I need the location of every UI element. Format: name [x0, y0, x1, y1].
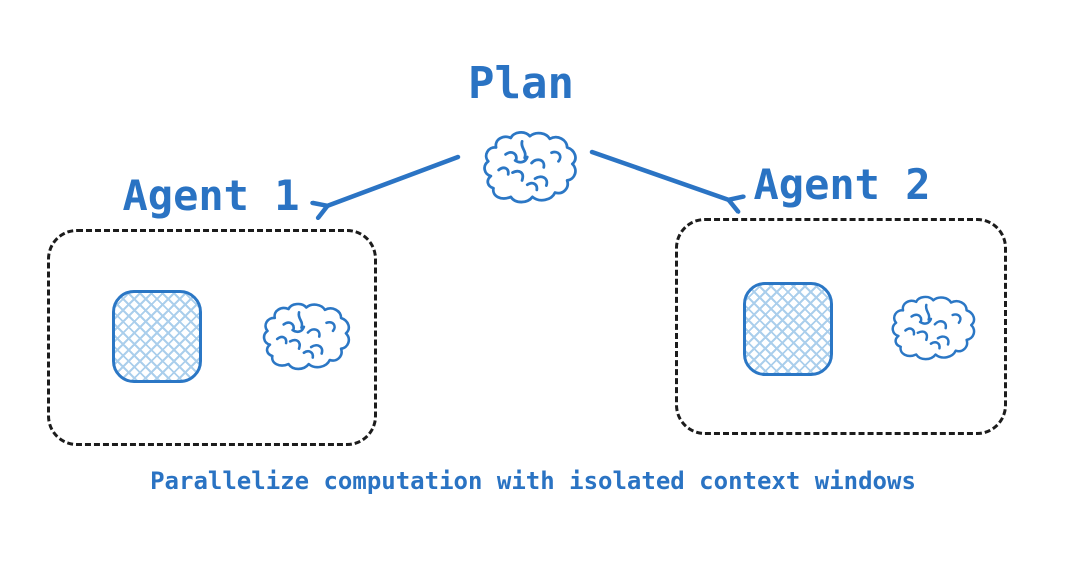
agent-2-context-window-box	[743, 282, 833, 376]
agent-2-brain-icon	[886, 294, 979, 367]
diagram-caption: Parallelize computation with isolated co…	[150, 467, 916, 495]
arrow-plan-to-agent-1-icon	[327, 154, 461, 206]
agent-1-box	[47, 229, 377, 446]
agent-1-brain-icon	[257, 300, 354, 378]
plan-title: Plan	[468, 58, 574, 109]
arrow-plan-to-agent-2-icon	[589, 149, 729, 200]
agent-1-context-window-box	[112, 290, 202, 383]
agent-2-label: Agent 2	[753, 160, 931, 209]
plan-brain-icon	[477, 131, 581, 209]
agent-1-label: Agent 1	[122, 171, 300, 220]
agent-2-box	[675, 218, 1007, 435]
